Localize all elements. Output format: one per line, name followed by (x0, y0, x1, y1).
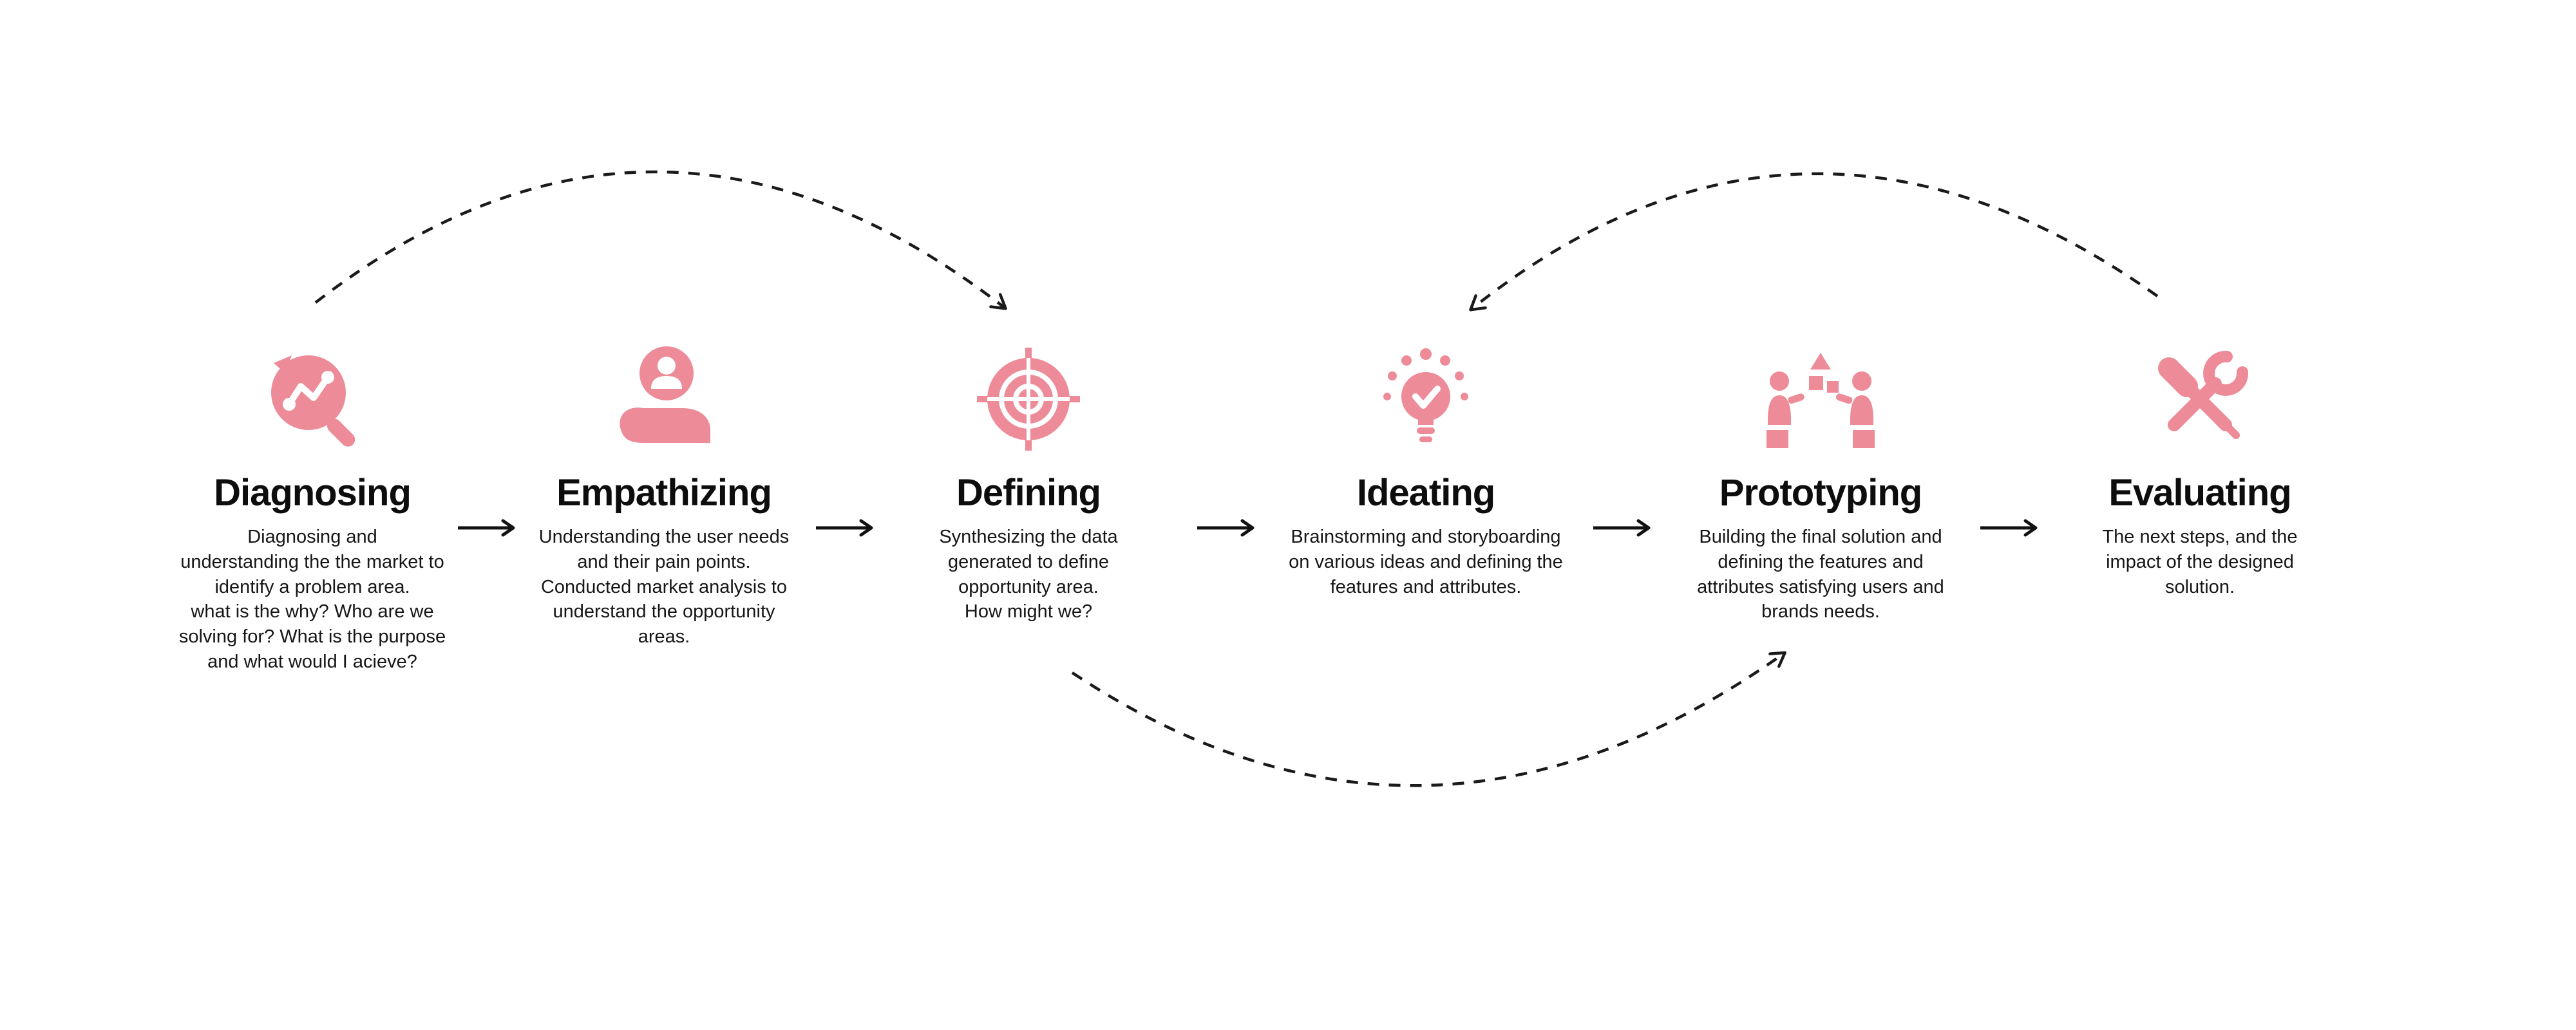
stage-ideating: Ideating Brainstorming and storyboarding… (1226, 335, 1625, 599)
flow-arrow-icon (458, 519, 515, 537)
dashed-arc-defining-to-prototyping (1071, 651, 1786, 787)
flow-arrow-icon (1980, 519, 2038, 537)
target-icon (977, 348, 1080, 451)
stage-description: The next steps, and the impact of the de… (2102, 526, 2298, 597)
stage-description: Brainstorming and storyboarding on vario… (1289, 526, 1563, 597)
stage-title: Prototyping (1719, 472, 1922, 514)
flow-arrow-icon (1197, 519, 1255, 537)
stage-empathizing: Empathizing Understanding the user needs… (464, 335, 864, 650)
dashed-arc-evaluating-to-ideating (1469, 172, 2159, 312)
stage-description: Building the final solution and defining… (1697, 526, 1944, 623)
stage-title: Ideating (1356, 472, 1495, 514)
stage-evaluating: Evaluating The next steps, and the impac… (2000, 335, 2400, 599)
flow-arrow-icon (1593, 519, 1651, 537)
stage-defining: Defining Synthesizing the data generated… (829, 335, 1228, 624)
stage-description: Understanding the user needs and their p… (538, 526, 790, 648)
stage-title: Empathizing (556, 472, 772, 514)
team-blocks-icon (1766, 353, 1875, 448)
stage-title: Defining (956, 472, 1101, 514)
stage-diagnosing: Diagnosing Diagnosing and understanding … (113, 335, 512, 675)
stage-title: Evaluating (2108, 472, 2291, 514)
stage-title: Diagnosing (214, 472, 412, 514)
stage-prototyping: Prototyping Building the final solution … (1621, 335, 2020, 624)
stage-description: Synthesizing the data generated to defin… (939, 526, 1118, 623)
flow-arrow-icon (816, 519, 873, 537)
lightbulb-check-icon (1383, 348, 1468, 442)
crossed-tools-icon (2158, 350, 2249, 439)
chart-magnifier-icon (271, 355, 355, 447)
person-in-hand-icon (620, 346, 710, 443)
stage-description: Diagnosing and understanding the the mar… (178, 526, 446, 673)
dashed-arc-diagnosing-to-defining (314, 170, 1007, 310)
